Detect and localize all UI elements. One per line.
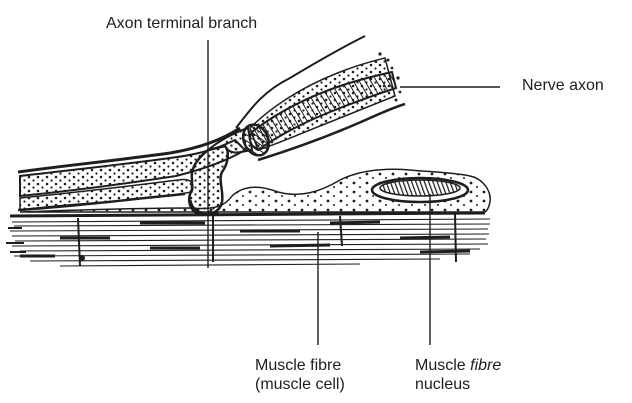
label-fibre-word: fibre — [470, 357, 501, 374]
label-muscle-fibre-nucleus-line2: nucleus — [415, 375, 501, 394]
muscle-fibre — [6, 213, 490, 266]
muscle-fibre-nucleus — [372, 178, 468, 202]
label-muscle-fibre-line1: Muscle fibre — [255, 356, 345, 375]
label-nerve-axon: Nerve axon — [522, 76, 604, 95]
label-axon-terminal-branch: Axon terminal branch — [106, 14, 257, 33]
label-muscle-fibre-nucleus-line1: Muscle fibre — [415, 356, 501, 375]
label-muscle-fibre-nucleus: Muscle fibre nucleus — [415, 356, 501, 394]
label-muscle-fibre: Muscle fibre (muscle cell) — [255, 356, 345, 394]
nerve-axon — [236, 36, 405, 160]
label-muscle-word: Muscle — [415, 357, 466, 374]
label-muscle-fibre-line2: (muscle cell) — [255, 375, 345, 394]
